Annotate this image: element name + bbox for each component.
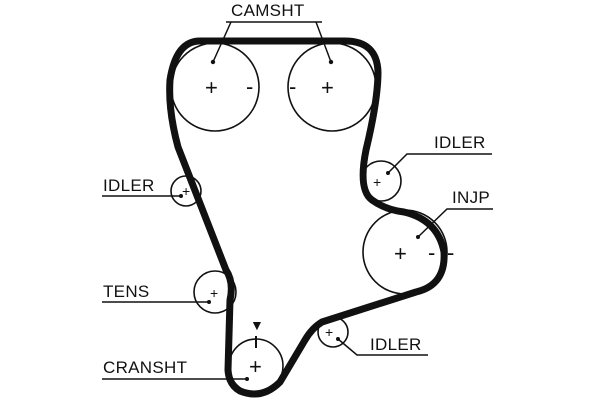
tensioner-plus-sign: + [210, 285, 218, 301]
idler-left-plus-sign: + [182, 183, 190, 199]
idler-upper-right-plus-sign: + [373, 174, 381, 190]
camshaft-right-leader [315, 21, 332, 63]
tensioner-label: TENS [103, 282, 150, 301]
camshaft-left-leader-dot [210, 59, 216, 65]
idler-lower-leader [337, 338, 428, 356]
tensioner-leader-dot [207, 300, 211, 304]
idler-lower-leader-dot [336, 337, 340, 341]
injection-pump-plus-sign: + [394, 241, 407, 266]
camshaft-left-leader [212, 21, 232, 63]
idler-lower-plus-sign: + [325, 324, 333, 340]
injection-pump-leader-dot [416, 235, 420, 239]
crankshaft-timing-mark-icon: ▼ [250, 317, 264, 333]
crankshaft-label: CRANSHT [103, 358, 187, 377]
camshaft-left-plus-sign: + [205, 75, 218, 100]
idler-upper-right-leader-dot [386, 171, 390, 175]
camshaft-label: CAMSHT [231, 1, 305, 20]
camshaft-left-minus-sign: - [246, 74, 253, 99]
injection-pump-minus-sign-inner: - [428, 240, 435, 265]
idler-lower-label: IDLER [370, 335, 422, 354]
idler-left-leader-dot [179, 194, 183, 198]
idler-upper-right-label: IDLER [434, 133, 486, 152]
injection-pump-minus-sign-outer: - [447, 240, 454, 265]
crankshaft-plus-sign: + [249, 354, 262, 379]
tensioner-pulley [193, 270, 237, 314]
crankshaft-leader-dot [245, 377, 249, 381]
camshaft-right-leader-dot [328, 59, 334, 65]
idler-left-label: IDLER [103, 176, 155, 195]
idler-upper-right-leader [387, 153, 492, 174]
camshaft-right-minus-sign: - [289, 74, 296, 99]
injection-pump-label: INJP [452, 188, 490, 207]
timing-belt [166, 37, 448, 398]
camshaft-right-plus-sign: + [321, 75, 334, 100]
injection-pump-leader [417, 208, 493, 238]
